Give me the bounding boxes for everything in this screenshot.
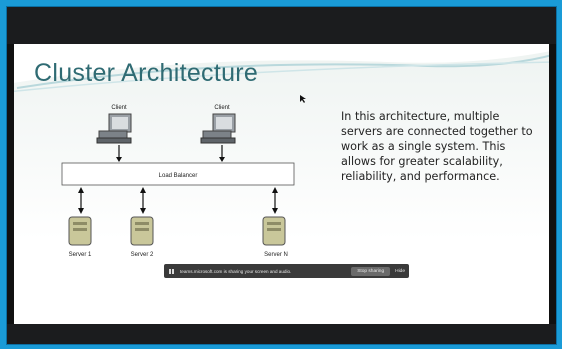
server-arrow (78, 187, 84, 214)
mouse-pointer-icon (300, 95, 306, 103)
top-letterbox-bar (7, 7, 556, 44)
screen-frame: Cluster Architecture Client Client Load … (6, 6, 557, 345)
stop-sharing-button[interactable]: Stop sharing (351, 266, 391, 276)
share-message: teams.microsoft.com is sharing your scre… (180, 268, 292, 274)
server-icon (262, 216, 286, 246)
server-arrow (272, 187, 278, 214)
load-balancer-box (61, 162, 295, 186)
left-side-bar (7, 44, 14, 324)
client-computer-icon (200, 113, 236, 144)
server-label-2: Server 2 (131, 252, 154, 258)
client-label-2: Client (214, 105, 230, 111)
slide-header-swoosh (7, 44, 556, 93)
client-computer-icon (96, 113, 132, 144)
right-side-bar (549, 44, 556, 324)
server-icon (130, 216, 154, 246)
hide-button[interactable]: Hide (395, 268, 405, 274)
slide-title: Cluster Architecture (34, 59, 259, 87)
slide-description: In this architecture, multiple servers a… (341, 110, 533, 183)
bottom-letterbox-bar (7, 324, 556, 344)
load-balancer-label: Load Balancer (159, 173, 198, 179)
server-label-n: Server N (264, 252, 288, 258)
cluster-diagram: Client Client Load Balancer (61, 105, 295, 258)
server-label-1: Server 1 (69, 252, 92, 258)
client-label-1: Client (111, 105, 127, 111)
pause-icon (169, 268, 174, 274)
screen-share-notification-bar: teams.microsoft.com is sharing your scre… (164, 264, 409, 278)
server-icon (68, 216, 92, 246)
server-arrow (140, 187, 146, 214)
